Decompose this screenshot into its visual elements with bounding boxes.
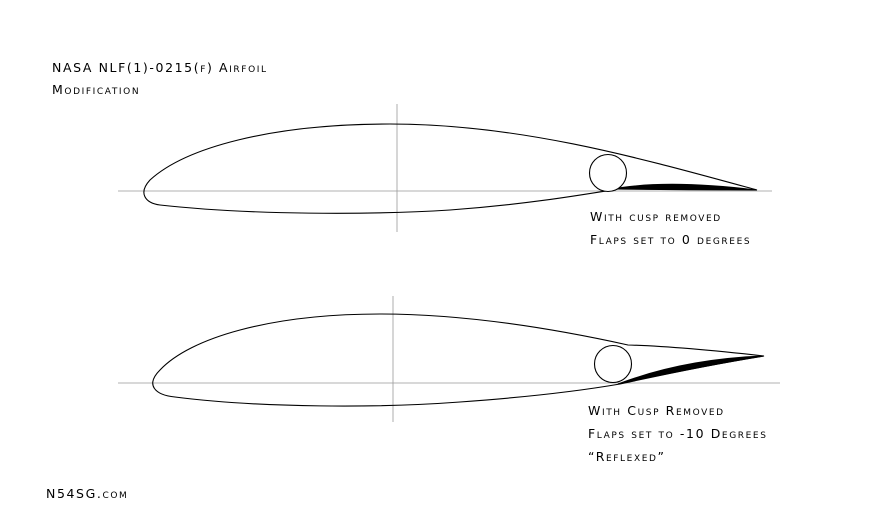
footer-site: N54SG.com	[46, 486, 129, 501]
caption-bottom-line-2: Flaps set to -10 Degrees	[588, 426, 768, 441]
hinge-circle-top	[588, 153, 628, 193]
airfoil-top	[118, 104, 772, 232]
flap-wedge-bottom	[617, 355, 765, 385]
airfoil-outline-bottom	[152, 313, 765, 407]
caption-bottom-line-3: “Reflexed”	[588, 449, 666, 464]
hinge-circle-bottom	[593, 344, 633, 384]
title-line-2: Modification	[52, 82, 141, 97]
caption-top-line-1: With cusp removed	[590, 209, 722, 224]
caption-bottom-line-1: With Cusp Removed	[588, 403, 725, 418]
flap-wedge-top	[611, 183, 758, 191]
airfoil-outline-top	[143, 123, 758, 214]
caption-top-line-2: Flaps set to 0 degrees	[590, 232, 752, 247]
airfoil-bottom	[118, 296, 780, 422]
title-line-1: NASA NLF(1)-0215(f) Airfoil	[52, 60, 268, 75]
